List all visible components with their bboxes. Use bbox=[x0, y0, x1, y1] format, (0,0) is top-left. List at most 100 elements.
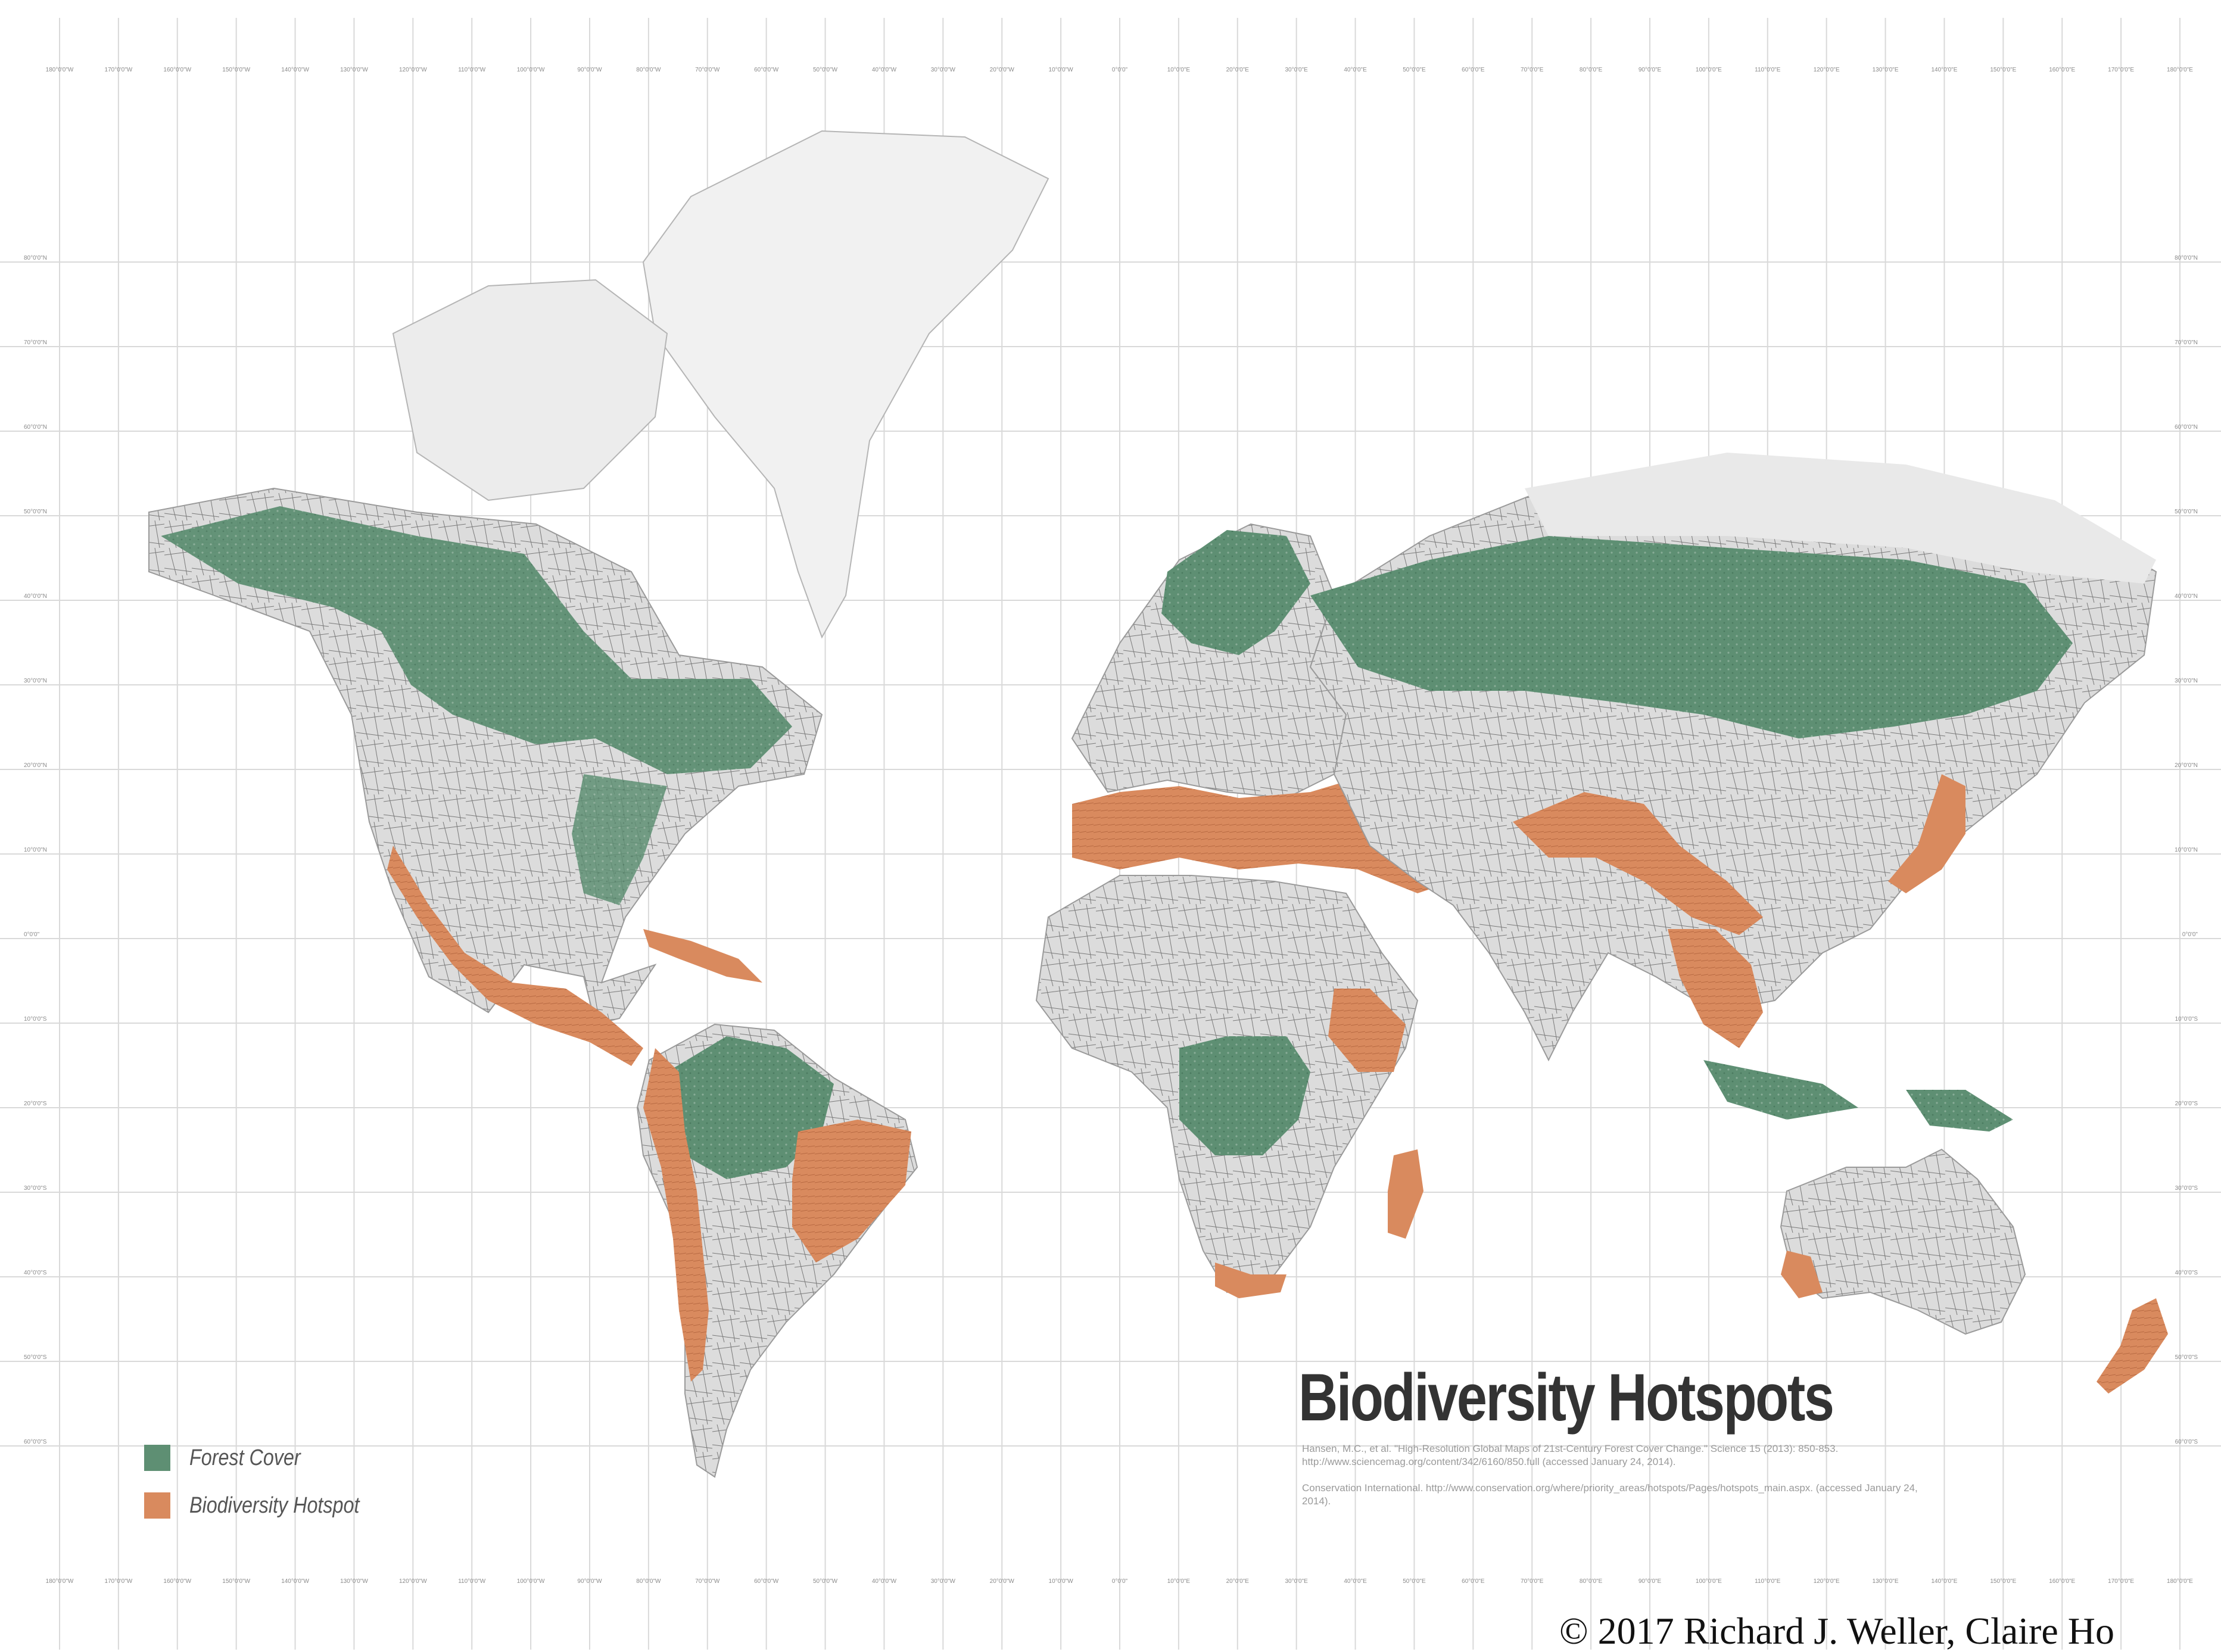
madagascar-hotspot bbox=[1388, 1149, 1423, 1239]
latitude-tick-label-left: 50°0'0"N bbox=[24, 509, 47, 515]
latitude-tick-label-right: 40°0'0"N bbox=[2175, 593, 2198, 600]
longitude-tick-label-top: 100°0'0"W bbox=[517, 67, 545, 73]
longitude-tick-label-top: 50°0'0"W bbox=[813, 67, 838, 73]
longitude-tick-label-top: 140°0'0"E bbox=[1931, 67, 1957, 73]
longitude-tick-label-top: 20°0'0"E bbox=[1226, 67, 1250, 73]
longitude-tick-label-bottom: 50°0'0"W bbox=[813, 1578, 838, 1585]
biodiversity-hotspot-swatch bbox=[144, 1492, 170, 1519]
longitude-tick-label-bottom: 160°0'0"E bbox=[2049, 1578, 2075, 1585]
longitude-tick-label-top: 80°0'0"W bbox=[636, 67, 661, 73]
longitude-tick-label-bottom: 40°0'0"W bbox=[872, 1578, 897, 1585]
siberia-ice bbox=[1525, 453, 2156, 584]
longitude-tick-label-top: 30°0'0"E bbox=[1285, 67, 1308, 73]
longitude-tick-label-bottom: 30°0'0"W bbox=[931, 1578, 956, 1585]
latitude-tick-label-right: 10°0'0"S bbox=[2175, 1016, 2198, 1023]
longitude-tick-label-bottom: 20°0'0"E bbox=[1226, 1578, 1250, 1585]
siberia-forest bbox=[1310, 536, 2073, 738]
longitude-tick-label-bottom: 70°0'0"E bbox=[1521, 1578, 1544, 1585]
latitude-tick-label-right: 50°0'0"N bbox=[2175, 509, 2198, 515]
longitude-tick-label-bottom: 60°0'0"W bbox=[754, 1578, 779, 1585]
north-america-forest bbox=[161, 506, 792, 774]
longitude-tick-label-bottom: 0°0'0" bbox=[1112, 1578, 1128, 1585]
brazil-hotspot bbox=[792, 1120, 911, 1263]
longitude-tick-label-bottom: 160°0'0"W bbox=[163, 1578, 191, 1585]
longitude-tick-label-top: 70°0'0"E bbox=[1521, 67, 1544, 73]
himalaya-hotspot bbox=[1513, 792, 1763, 935]
longitude-tick-label-bottom: 80°0'0"W bbox=[636, 1578, 661, 1585]
longitude-tick-label-top: 120°0'0"E bbox=[1814, 67, 1840, 73]
longitude-tick-label-bottom: 130°0'0"W bbox=[340, 1578, 368, 1585]
longitude-tick-label-top: 110°0'0"E bbox=[1755, 67, 1781, 73]
latitude-tick-label-left: 80°0'0"N bbox=[24, 255, 47, 261]
longitude-tick-label-bottom: 180°0'0"E bbox=[2167, 1578, 2193, 1585]
latitude-tick-label-right: 50°0'0"S bbox=[2175, 1354, 2198, 1361]
latitude-tick-label-left: 30°0'0"N bbox=[24, 678, 47, 684]
legend-label-forest-cover: Forest Cover bbox=[189, 1445, 301, 1470]
scandinavia-forest bbox=[1161, 530, 1310, 655]
longitude-tick-label-top: 10°0'0"E bbox=[1167, 67, 1191, 73]
longitude-tick-label-bottom: 170°0'0"E bbox=[2108, 1578, 2134, 1585]
map-legend: Forest Cover Biodiversity Hotspot bbox=[144, 1434, 390, 1529]
longitude-tick-label-top: 180°0'0"W bbox=[46, 67, 74, 73]
longitude-tick-label-bottom: 10°0'0"E bbox=[1167, 1578, 1191, 1585]
legend-label-biodiversity-hotspot: Biodiversity Hotspot bbox=[189, 1492, 360, 1518]
latitude-tick-label-right: 30°0'0"S bbox=[2175, 1185, 2198, 1192]
longitude-tick-label-top: 70°0'0"W bbox=[695, 67, 720, 73]
longitude-tick-label-bottom: 40°0'0"E bbox=[1344, 1578, 1367, 1585]
longitude-tick-label-top: 120°0'0"W bbox=[399, 67, 427, 73]
latitude-tick-label-right: 60°0'0"N bbox=[2175, 424, 2198, 431]
longitude-tick-label-bottom: 140°0'0"E bbox=[1931, 1578, 1957, 1585]
latitude-tick-label-left: 60°0'0"N bbox=[24, 424, 47, 431]
land-masses bbox=[148, 130, 2168, 1478]
latitude-tick-label-left: 30°0'0"S bbox=[24, 1185, 47, 1192]
south-africa-hotspot bbox=[1215, 1263, 1287, 1298]
latitude-tick-label-left: 10°0'0"S bbox=[24, 1016, 47, 1023]
indonesia bbox=[1703, 1060, 1858, 1120]
southeast-asia-hotspot bbox=[1668, 929, 1763, 1048]
copyright-notice: © 2017 Richard J. Weller, Claire Ho bbox=[1559, 1610, 2114, 1652]
legend-item-forest-cover: Forest Cover bbox=[144, 1434, 390, 1482]
usa-east-forest bbox=[572, 774, 667, 905]
longitude-tick-label-top: 100°0'0"E bbox=[1696, 67, 1722, 73]
amazon-forest bbox=[661, 1036, 834, 1179]
latitude-tick-label-right: 30°0'0"N bbox=[2175, 678, 2198, 684]
latitude-tick-label-right: 60°0'0"S bbox=[2175, 1439, 2198, 1445]
longitude-tick-label-top: 60°0'0"E bbox=[1462, 67, 1485, 73]
longitude-tick-label-bottom: 110°0'0"E bbox=[1755, 1578, 1781, 1585]
longitude-tick-label-bottom: 110°0'0"W bbox=[458, 1578, 486, 1585]
longitude-tick-label-top: 40°0'0"E bbox=[1344, 67, 1367, 73]
latitude-tick-label-right: 80°0'0"N bbox=[2175, 255, 2198, 261]
longitude-tick-label-top: 60°0'0"W bbox=[754, 67, 779, 73]
north-america bbox=[148, 487, 823, 1026]
longitude-tick-label-top: 40°0'0"W bbox=[872, 67, 897, 73]
longitude-tick-label-top: 90°0'0"E bbox=[1639, 67, 1662, 73]
caribbean-hotspot bbox=[643, 929, 762, 983]
longitude-tick-label-bottom: 150°0'0"E bbox=[1990, 1578, 2016, 1585]
latitude-tick-label-left: 60°0'0"S bbox=[24, 1439, 47, 1445]
latitude-tick-label-left: 0°0'0" bbox=[24, 931, 40, 938]
longitude-tick-label-bottom: 170°0'0"W bbox=[105, 1578, 133, 1585]
longitude-tick-label-bottom: 50°0'0"E bbox=[1403, 1578, 1426, 1585]
longitude-tick-label-top: 30°0'0"W bbox=[931, 67, 956, 73]
latitude-tick-label-right: 70°0'0"N bbox=[2175, 339, 2198, 346]
latitude-tick-label-right: 10°0'0"N bbox=[2175, 847, 2198, 853]
longitude-tick-label-top: 160°0'0"W bbox=[163, 67, 191, 73]
longitude-tick-label-bottom: 80°0'0"E bbox=[1580, 1578, 1603, 1585]
longitude-tick-label-bottom: 70°0'0"W bbox=[695, 1578, 720, 1585]
latitude-tick-label-right: 40°0'0"S bbox=[2175, 1270, 2198, 1276]
east-africa-hotspot bbox=[1328, 989, 1406, 1072]
longitude-tick-label-top: 170°0'0"E bbox=[2108, 67, 2134, 73]
longitude-tick-label-top: 130°0'0"W bbox=[340, 67, 368, 73]
japan-hotspot bbox=[1888, 774, 1965, 893]
legend-item-biodiversity-hotspot: Biodiversity Hotspot bbox=[144, 1482, 390, 1529]
latitude-tick-label-right: 20°0'0"N bbox=[2175, 762, 2198, 769]
longitude-tick-label-top: 0°0'0" bbox=[1112, 67, 1128, 73]
congo-forest bbox=[1179, 1036, 1310, 1155]
latitude-tick-label-left: 50°0'0"S bbox=[24, 1354, 47, 1361]
latitude-tick-label-left: 70°0'0"N bbox=[24, 339, 47, 346]
australia bbox=[1780, 1148, 2026, 1335]
latitude-tick-label-left: 10°0'0"N bbox=[24, 847, 47, 853]
longitude-tick-label-top: 50°0'0"E bbox=[1403, 67, 1426, 73]
longitude-tick-label-bottom: 150°0'0"W bbox=[222, 1578, 250, 1585]
